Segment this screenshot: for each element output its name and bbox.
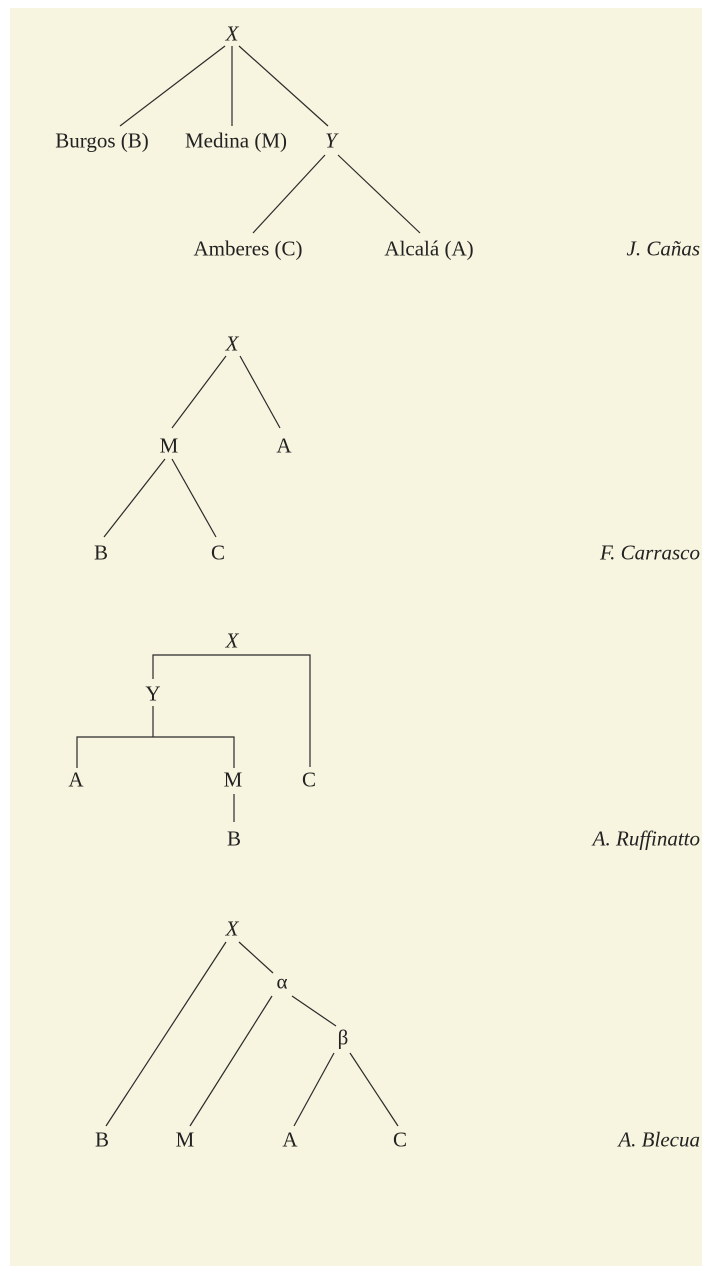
- node-x: X: [225, 916, 239, 941]
- node-burgos: Burgos (B): [55, 128, 149, 153]
- node-b: B: [93, 540, 109, 565]
- edge-x-burgos: [119, 45, 226, 127]
- node-a: A: [68, 767, 84, 792]
- node-alpha: α: [276, 969, 288, 994]
- node-b: B: [94, 1127, 110, 1152]
- stemma-ruffinatto-lines: [76, 654, 311, 822]
- edge-y-amberes: [252, 154, 326, 234]
- edge-alpha-beta: [291, 995, 337, 1027]
- edge-x-m: [171, 355, 227, 429]
- edge-y-alcala: [337, 154, 421, 234]
- edge-alpha-m: [189, 995, 273, 1127]
- author-carrasco: F. Carrasco: [600, 540, 700, 565]
- edge-m-b: [103, 458, 166, 538]
- node-x: X: [225, 628, 239, 653]
- node-c: C: [210, 540, 226, 565]
- stemma-ruffinatto: X Y A M C B A. Ruffinatto: [10, 624, 702, 854]
- stemma-carrasco-lines: [103, 355, 281, 538]
- stemma-canas-lines: [119, 45, 421, 234]
- node-medina: Medina (M): [184, 128, 288, 153]
- node-c: C: [301, 767, 317, 792]
- author-blecua: A. Blecua: [618, 1127, 700, 1152]
- node-x: X: [225, 331, 239, 356]
- node-c: C: [392, 1127, 408, 1152]
- edge-y-bracket: [76, 736, 235, 768]
- node-beta: β: [337, 1025, 349, 1050]
- stemma-blecua-lines: [105, 941, 399, 1127]
- node-alcala: Alcalá (A): [384, 236, 474, 261]
- author-canas: J. Cañas: [626, 236, 701, 261]
- node-y: Y: [325, 128, 337, 153]
- edge-x-a: [239, 355, 281, 429]
- edge-x-alpha: [238, 941, 274, 974]
- node-amberes: Amberes (C): [193, 236, 303, 261]
- stemma-carrasco: X M A B C F. Carrasco: [10, 316, 702, 566]
- stemma-blecua: X α β B M A C A. Blecua: [10, 908, 702, 1168]
- node-m: M: [175, 1127, 195, 1152]
- node-a: A: [282, 1127, 298, 1152]
- node-m: M: [159, 433, 179, 458]
- node-m: M: [223, 767, 243, 792]
- node-x: X: [225, 21, 239, 46]
- edge-beta-a: [293, 1052, 335, 1127]
- node-b: B: [226, 826, 242, 851]
- node-y: Y: [145, 681, 161, 706]
- edge-m-c: [171, 458, 217, 538]
- book-page: X Burgos (B) Medina (M) Y Amberes (C) Al…: [10, 8, 702, 1266]
- edge-x-b: [105, 941, 227, 1127]
- stemma-canas: X Burgos (B) Medina (M) Y Amberes (C) Al…: [10, 8, 702, 278]
- node-a: A: [276, 433, 292, 458]
- edge-x-y: [238, 45, 329, 127]
- edge-x-bracket: [152, 654, 311, 767]
- author-ruffinatto: A. Ruffinatto: [592, 826, 700, 851]
- edge-beta-c: [349, 1052, 399, 1127]
